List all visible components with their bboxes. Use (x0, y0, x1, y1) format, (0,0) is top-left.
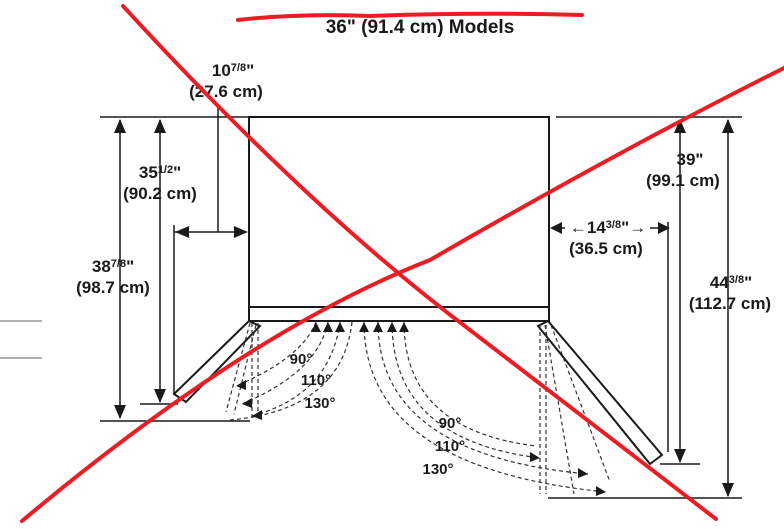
dim-depth-left-open-cm: (98.7 cm) (76, 278, 150, 297)
dim-door-offset-cm: (27.6 cm) (189, 82, 263, 101)
angle-right-90: 90° (439, 415, 462, 432)
dim-depth-left-open-in: 387/8" (92, 257, 134, 276)
left-swing-arrowheads (311, 322, 345, 332)
angle-right-110: 110° (435, 438, 465, 455)
right-door-open (536, 319, 664, 466)
left-dimension-arrowheads (114, 119, 248, 419)
dim-depth-right-open-in: 443/8" (710, 273, 752, 292)
red-cross-line-1 (121, 4, 718, 521)
refrigerator-cabinet (248, 116, 550, 308)
right-door-swing-positions (363, 321, 611, 495)
swing-end-arrowheads (236, 380, 606, 496)
angle-left-110: 110° (301, 372, 331, 389)
right-dimension-arrowheads (550, 119, 734, 497)
left-door-open (172, 319, 262, 404)
red-strike-marks (20, 4, 784, 523)
dim-depth-cabinet-cm: (90.2 cm) (123, 184, 197, 203)
dim-depth-cabinet-in: 351/2" (139, 163, 181, 182)
diagram-title: 36" (91.4 cm) Models (326, 17, 515, 38)
dim-door-offset-in: 107/8" (212, 61, 254, 80)
dim-door-clearance-right-cm: (36.5 cm) (569, 239, 643, 258)
dim-door-clearance-right-in: ←143/8"→ (570, 218, 646, 237)
title-strikethrough (236, 11, 584, 22)
dim-depth-right-open-cm: (112.7 cm) (689, 294, 771, 313)
angle-left-90: 90° (290, 351, 313, 368)
angle-left-130: 130° (304, 395, 335, 412)
dim-depth-right-cm: (99.1 cm) (646, 171, 720, 190)
right-dimension-lines (548, 116, 742, 499)
door-strip (248, 306, 550, 322)
dim-depth-right-in: 39" (677, 150, 704, 169)
angle-right-130: 130° (422, 461, 453, 478)
right-swing-arrowheads (359, 322, 409, 332)
red-cross-line-2 (20, 66, 784, 523)
